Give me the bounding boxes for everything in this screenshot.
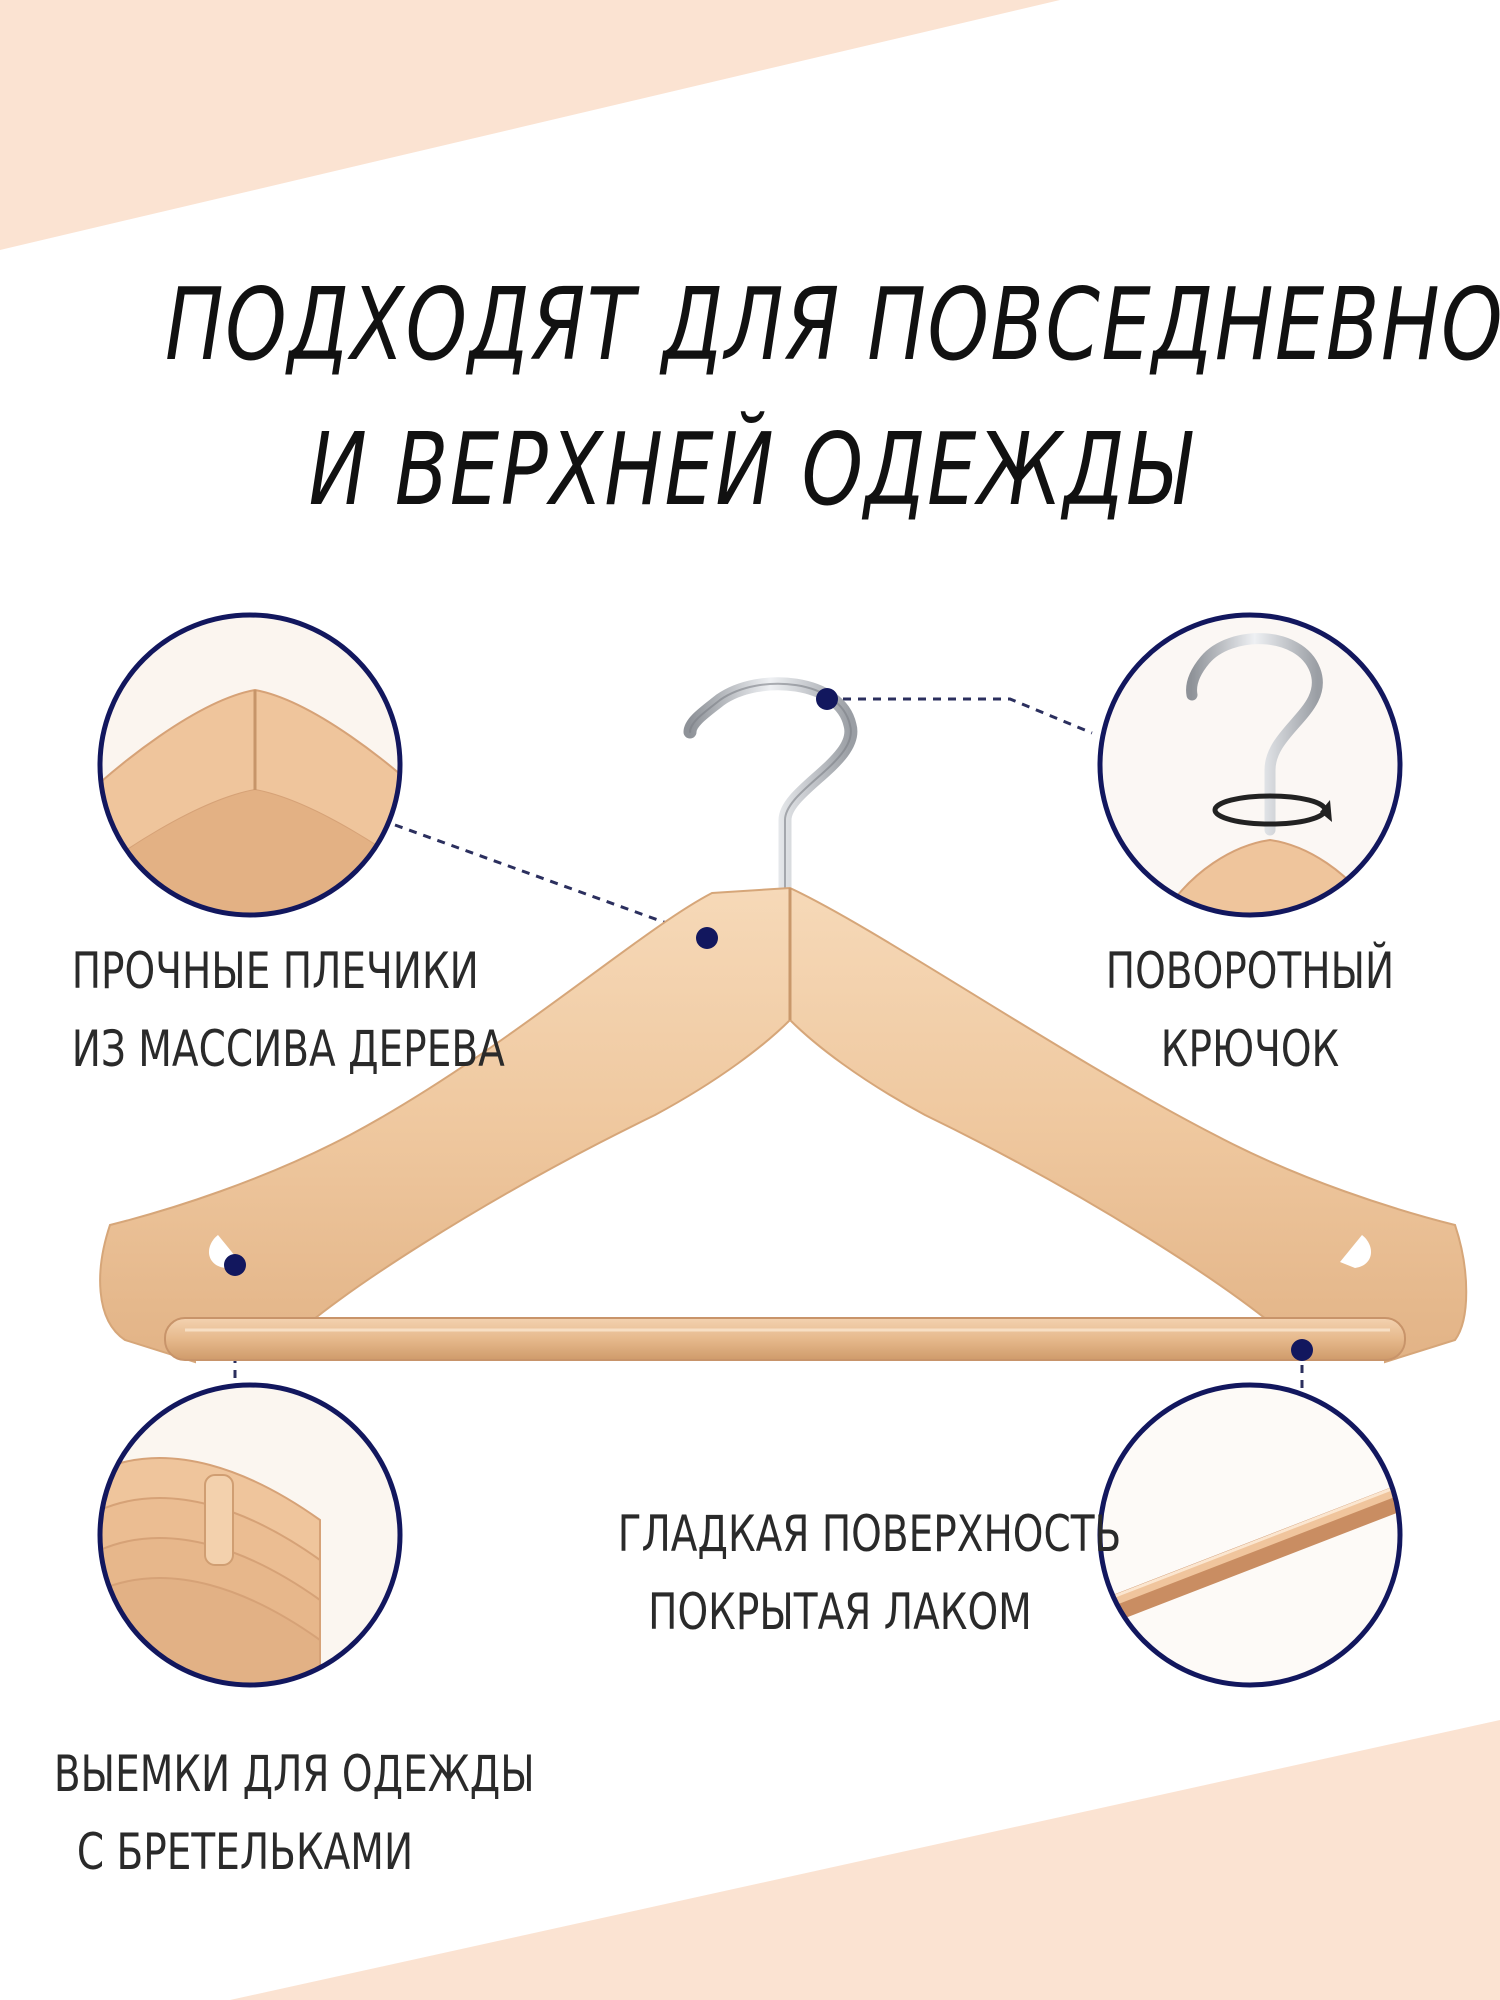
caption-notches: ВЫЕМКИ ДЛЯ ОДЕЖДЫ С БРЕТЕЛЬКАМИ <box>53 1735 535 1891</box>
caption-hook-line-1: ПОВОРОТНЫЙ <box>1105 942 1395 1000</box>
headline-line-1: ПОДХОДЯТ ДЛЯ ПОВСЕДНЕВНОЙ <box>165 266 1500 383</box>
top-accent-wedge <box>0 0 1060 250</box>
caption-surface-line-2: ПОКРЫТАЯ ЛАКОМ <box>648 1583 1032 1641</box>
caption-hook: ПОВОРОТНЫЙ КРЮЧОК <box>1094 932 1406 1088</box>
detail-circle-surface <box>1097 1382 1403 1688</box>
marker-dots <box>224 688 1313 1361</box>
detail-circle-notches <box>97 1382 403 1688</box>
hanger-body <box>99 886 1468 1364</box>
caption-notches-line-1: ВЫЕМКИ ДЛЯ ОДЕЖДЫ <box>53 1745 535 1803</box>
hanger-illustration <box>99 677 1468 1364</box>
caption-surface-line-1: ГЛАДКАЯ ПОВЕРХНОСТЬ <box>617 1505 1122 1563</box>
bottom-accent-wedge <box>230 1720 1500 2000</box>
caption-shoulders: ПРОЧНЫЕ ПЛЕЧИКИ ИЗ МАССИВА ДЕРЕВА <box>71 932 505 1088</box>
caption-shoulders-line-2: ИЗ МАССИВА ДЕРЕВА <box>71 1020 505 1078</box>
hanger-hook <box>683 677 858 897</box>
caption-surface: ГЛАДКАЯ ПОВЕРХНОСТЬ ПОКРЫТАЯ ЛАКОМ <box>617 1495 1122 1651</box>
headline-line-2: И ВЕРХНЕЙ ОДЕЖДЫ <box>308 411 1192 528</box>
caption-notches-line-2: С БРЕТЕЛЬКАМИ <box>76 1823 414 1881</box>
detail-circle-shoulders <box>97 612 403 918</box>
caption-shoulders-line-1: ПРОЧНЫЕ ПЛЕЧИКИ <box>71 942 479 1000</box>
caption-hook-line-2: КРЮЧОК <box>1160 1020 1340 1078</box>
hanger-bar <box>164 1317 1406 1361</box>
detail-circle-hook <box>1097 612 1403 918</box>
strap-notch-right <box>1340 1235 1372 1268</box>
